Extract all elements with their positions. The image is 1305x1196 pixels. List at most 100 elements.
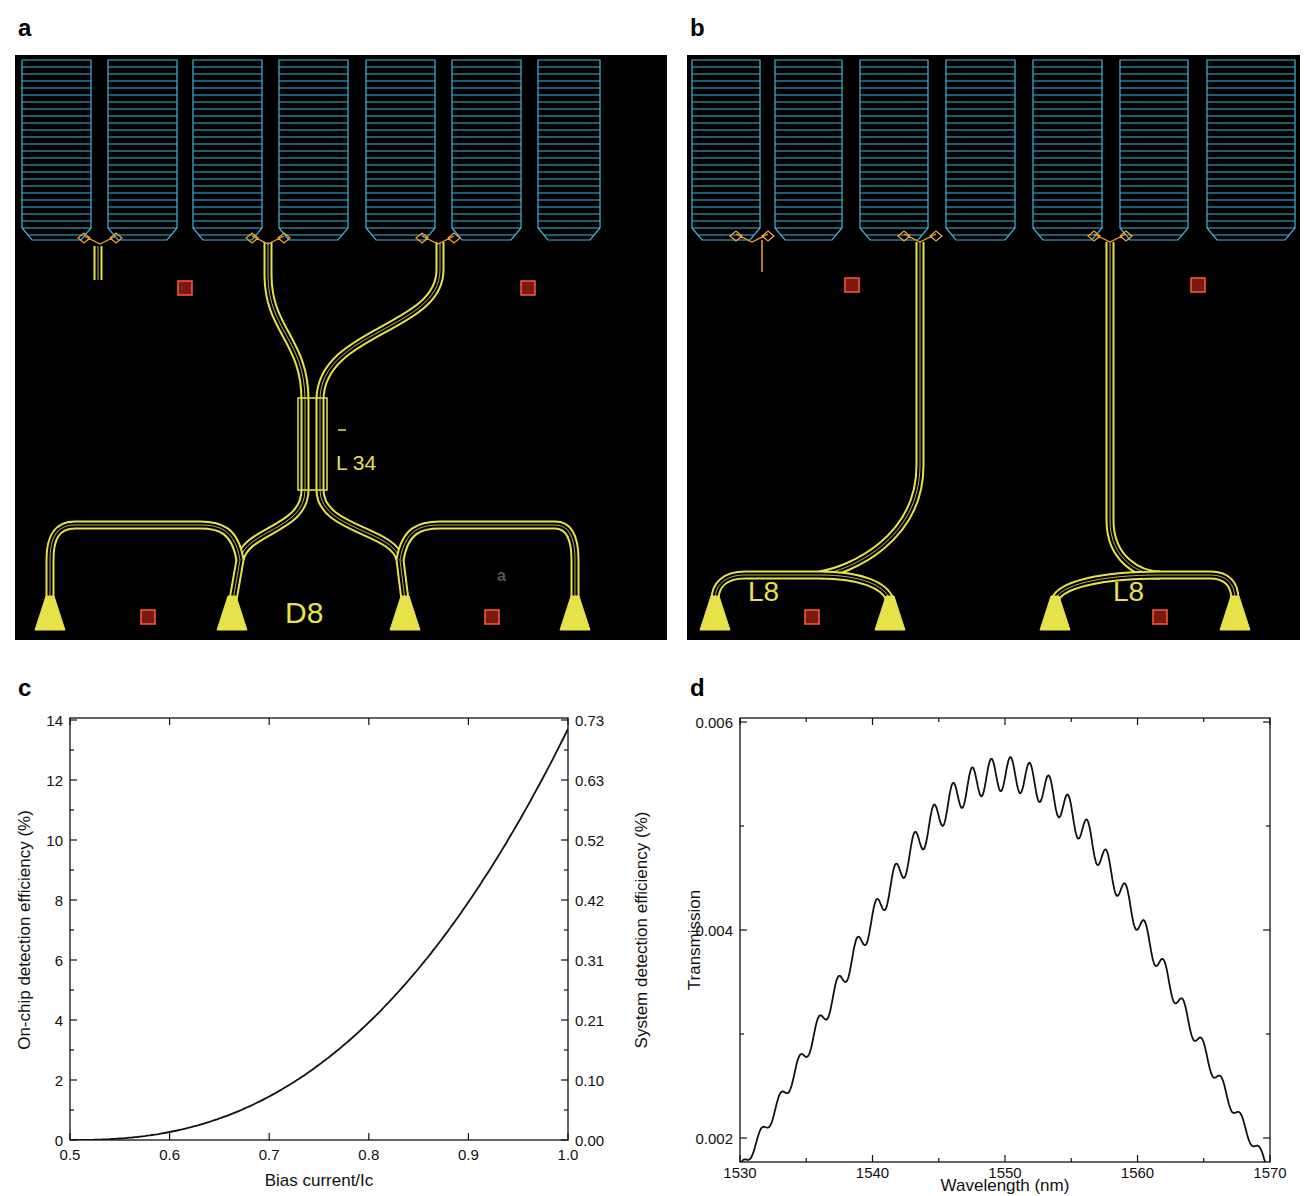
grating-line (946, 116, 1015, 117)
grating-line (279, 179, 348, 180)
waveguide (820, 242, 920, 575)
grating-pad (452, 60, 521, 240)
grating-line (452, 81, 521, 82)
grating-line (22, 158, 91, 159)
grating-line (279, 123, 348, 124)
grating-line (452, 200, 521, 201)
waveguide-line (233, 490, 305, 600)
tick-label: 0.6 (159, 1147, 180, 1162)
tick (561, 959, 568, 960)
tick (70, 1109, 74, 1110)
grating-line (692, 158, 760, 159)
tick-label: 0.21 (575, 1013, 604, 1028)
grating-line (692, 67, 760, 68)
grating-line (193, 158, 262, 159)
grating-line (193, 130, 262, 131)
grating-line (108, 186, 177, 187)
grating-line (279, 109, 348, 110)
waveguide-line (320, 490, 405, 600)
grating-line (1120, 102, 1188, 103)
grating-line (22, 123, 91, 124)
grating-line (946, 193, 1015, 194)
tick (561, 719, 568, 720)
grating-line (366, 186, 435, 187)
tick-label: 0.9 (458, 1147, 479, 1162)
grating-line (279, 172, 348, 173)
grating-line (1207, 193, 1295, 194)
grating-line (452, 116, 521, 117)
grating-line (193, 172, 262, 173)
grating-line (1207, 74, 1295, 75)
grating-pad (1033, 60, 1102, 240)
grating-line (544, 235, 594, 236)
grating-line (1207, 158, 1295, 159)
grating-line (452, 172, 521, 173)
tick-label: 0.10 (575, 1073, 604, 1088)
grating-line (1207, 81, 1295, 82)
grating-pad (946, 60, 1015, 240)
grating-line (279, 151, 348, 152)
grating-line (860, 67, 928, 68)
fiber-taper (700, 596, 730, 630)
grating-line (860, 172, 928, 173)
grating-pads (22, 60, 1295, 240)
grating-line (1033, 144, 1102, 145)
device-label: L8 (1113, 578, 1144, 606)
tick-label: 10 (46, 833, 63, 848)
fiber-taper (1220, 596, 1250, 630)
grating-line (775, 74, 842, 75)
tick (70, 749, 74, 750)
grating-line (108, 88, 177, 89)
grating-line (692, 88, 760, 89)
grating-pad (1120, 60, 1188, 240)
tick-label: 0.42 (575, 893, 604, 908)
tick (70, 779, 77, 780)
grating-line (22, 88, 91, 89)
grating-line (860, 179, 928, 180)
grating-line (946, 137, 1015, 138)
grating-line (22, 228, 91, 229)
grating-line (366, 214, 435, 215)
waveguide-line (1110, 242, 1160, 575)
grating-line (452, 186, 521, 187)
tick (567, 1133, 568, 1140)
grating-line (366, 137, 435, 138)
waveguide (50, 525, 240, 600)
grating-line (538, 116, 600, 117)
grating-line (946, 109, 1015, 110)
grating-line (452, 207, 521, 208)
fiber-taper (1040, 596, 1070, 630)
grating-line (860, 88, 928, 89)
grating-line (366, 95, 435, 96)
grating-line (1033, 186, 1102, 187)
plot-frame (740, 718, 1270, 1162)
tick-label: 14 (46, 713, 63, 728)
grating-line (199, 235, 256, 236)
grating-line (279, 158, 348, 159)
grating-line (22, 109, 91, 110)
waveguide (1055, 575, 1160, 600)
grating-line (279, 228, 348, 229)
grating-line (1120, 165, 1188, 166)
tick (740, 929, 747, 930)
grating-line (22, 179, 91, 180)
grating-line (193, 109, 262, 110)
grating-line (692, 130, 760, 131)
splitter-mark (1088, 231, 1132, 242)
grating-line (1120, 81, 1188, 82)
grating-line (1033, 109, 1102, 110)
grating-line (279, 165, 348, 166)
axis-title: On-chip detection efficiency (%) (16, 810, 33, 1050)
grating-line (692, 102, 760, 103)
grating-line (108, 102, 177, 103)
waveguide-core (820, 242, 920, 575)
grating-line (952, 235, 1009, 236)
grating-line (193, 74, 262, 75)
grating-line (22, 186, 91, 187)
grating-line (860, 228, 928, 229)
tick-label: 0.5 (60, 1147, 81, 1162)
grating-line (775, 88, 842, 89)
waveguide (320, 242, 440, 490)
grating-line (775, 81, 842, 82)
tick (740, 1137, 747, 1138)
